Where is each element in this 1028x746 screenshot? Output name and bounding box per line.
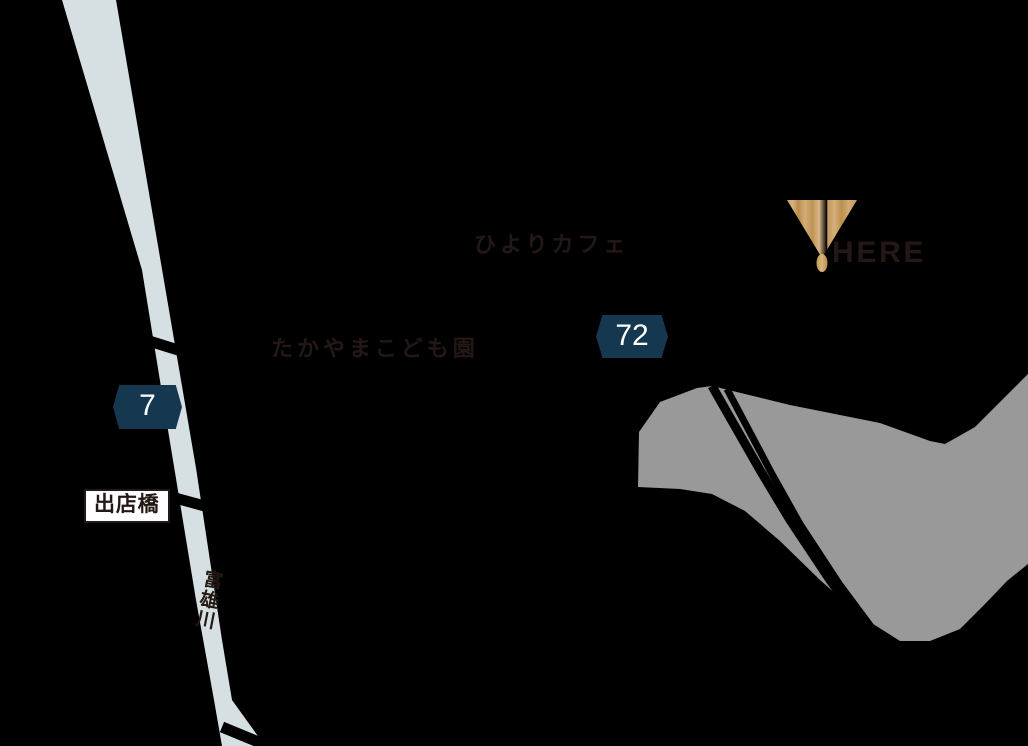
here-marker-label: HERE	[832, 236, 927, 269]
poi-label-cafe: ひよりカフェ	[474, 232, 630, 257]
route-72-road-line-inner	[723, 387, 881, 639]
route-72-road-line	[708, 383, 893, 648]
tomio-river	[62, 0, 265, 746]
pin-drop-icon	[816, 254, 828, 272]
bridge-name-plate: 出店橋	[84, 489, 170, 523]
bridge-crossing-dedanabashi	[166, 490, 225, 517]
route-shield-72-number: 72	[615, 318, 649, 352]
gray-land-block	[638, 374, 1028, 641]
route-shield-7-number: 7	[139, 389, 156, 422]
poi-label-kodomoen: たかやまこども園	[271, 336, 479, 361]
here-marker-group	[787, 200, 857, 272]
bridge-crossing-lower	[219, 721, 271, 746]
route-shield-7[interactable]: 7	[113, 385, 182, 429]
bridge-crossing-upper	[144, 334, 196, 361]
route-shield-72[interactable]: 72	[596, 315, 668, 358]
inverted-triangle-pin-icon	[787, 200, 857, 258]
